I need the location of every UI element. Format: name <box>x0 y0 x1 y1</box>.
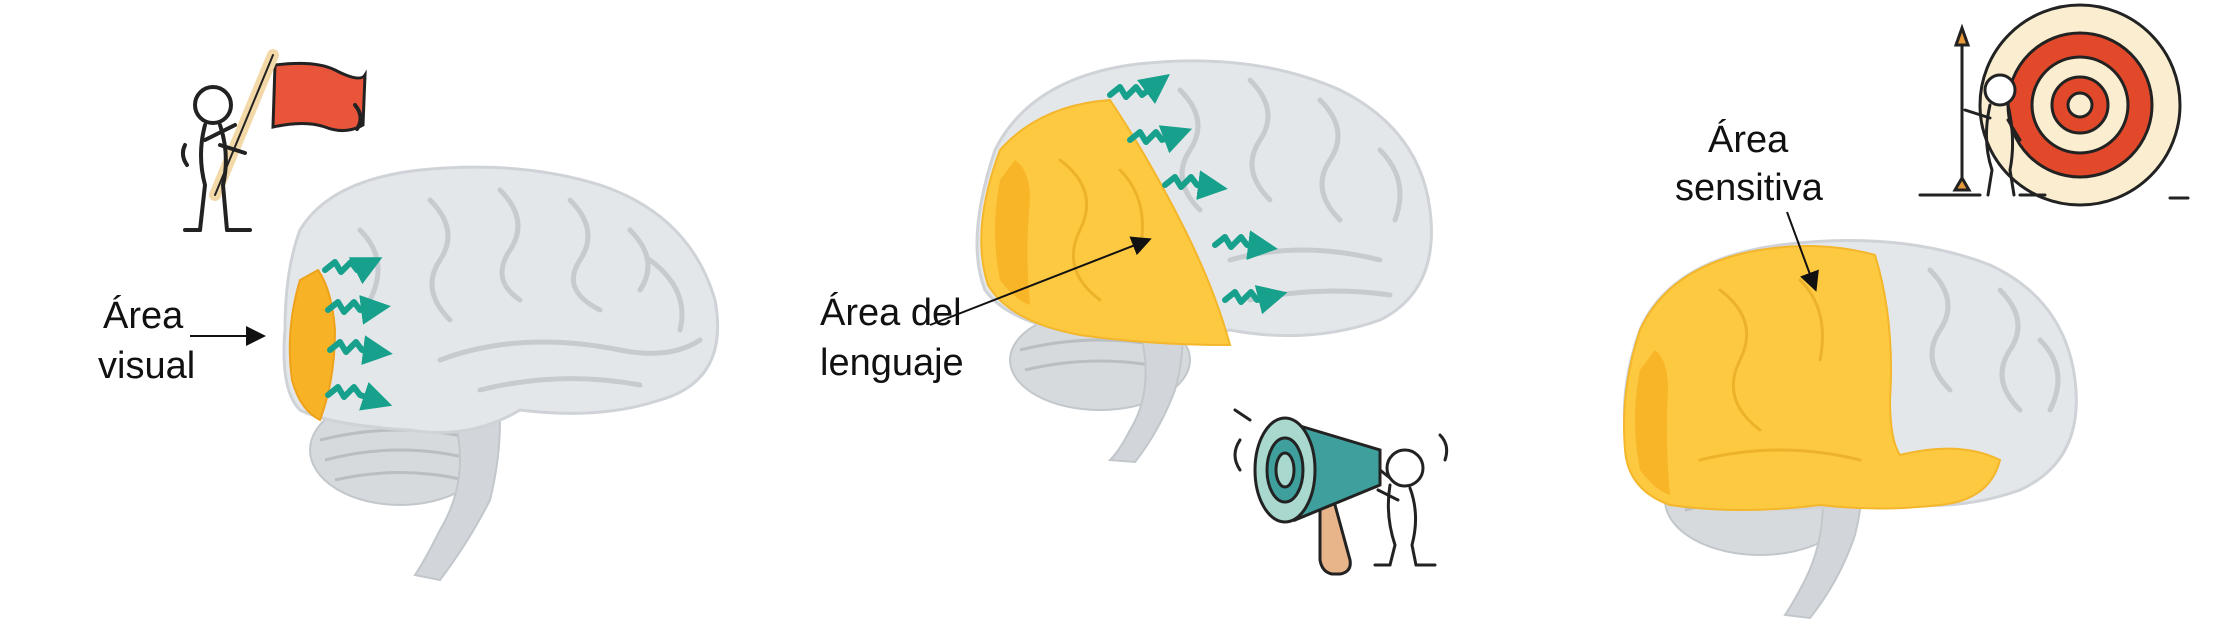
panel-language: Área del lenguaje <box>820 59 1449 576</box>
brain-3 <box>1622 239 2078 620</box>
label-visual-line1: Área <box>103 294 184 337</box>
megaphone-person-icon <box>1233 408 1449 576</box>
panel-sensory: Área sensitiva <box>1622 3 2190 620</box>
brain-1 <box>282 165 720 582</box>
flag-person-icon <box>180 49 367 232</box>
label-visual-line2: visual <box>98 345 195 387</box>
panel-visual: Área visual <box>98 49 720 582</box>
target-person-icon <box>1918 3 2190 207</box>
label-sensory-line1: Área <box>1708 118 1789 161</box>
label-sensory-line2: sensitiva <box>1675 167 1824 209</box>
arrow-sensory <box>1786 211 1819 292</box>
label-language-line2: lenguaje <box>820 342 964 384</box>
brain-2 <box>975 59 1433 464</box>
label-language-line1: Área del <box>820 291 962 334</box>
arrow-language <box>929 236 1152 326</box>
